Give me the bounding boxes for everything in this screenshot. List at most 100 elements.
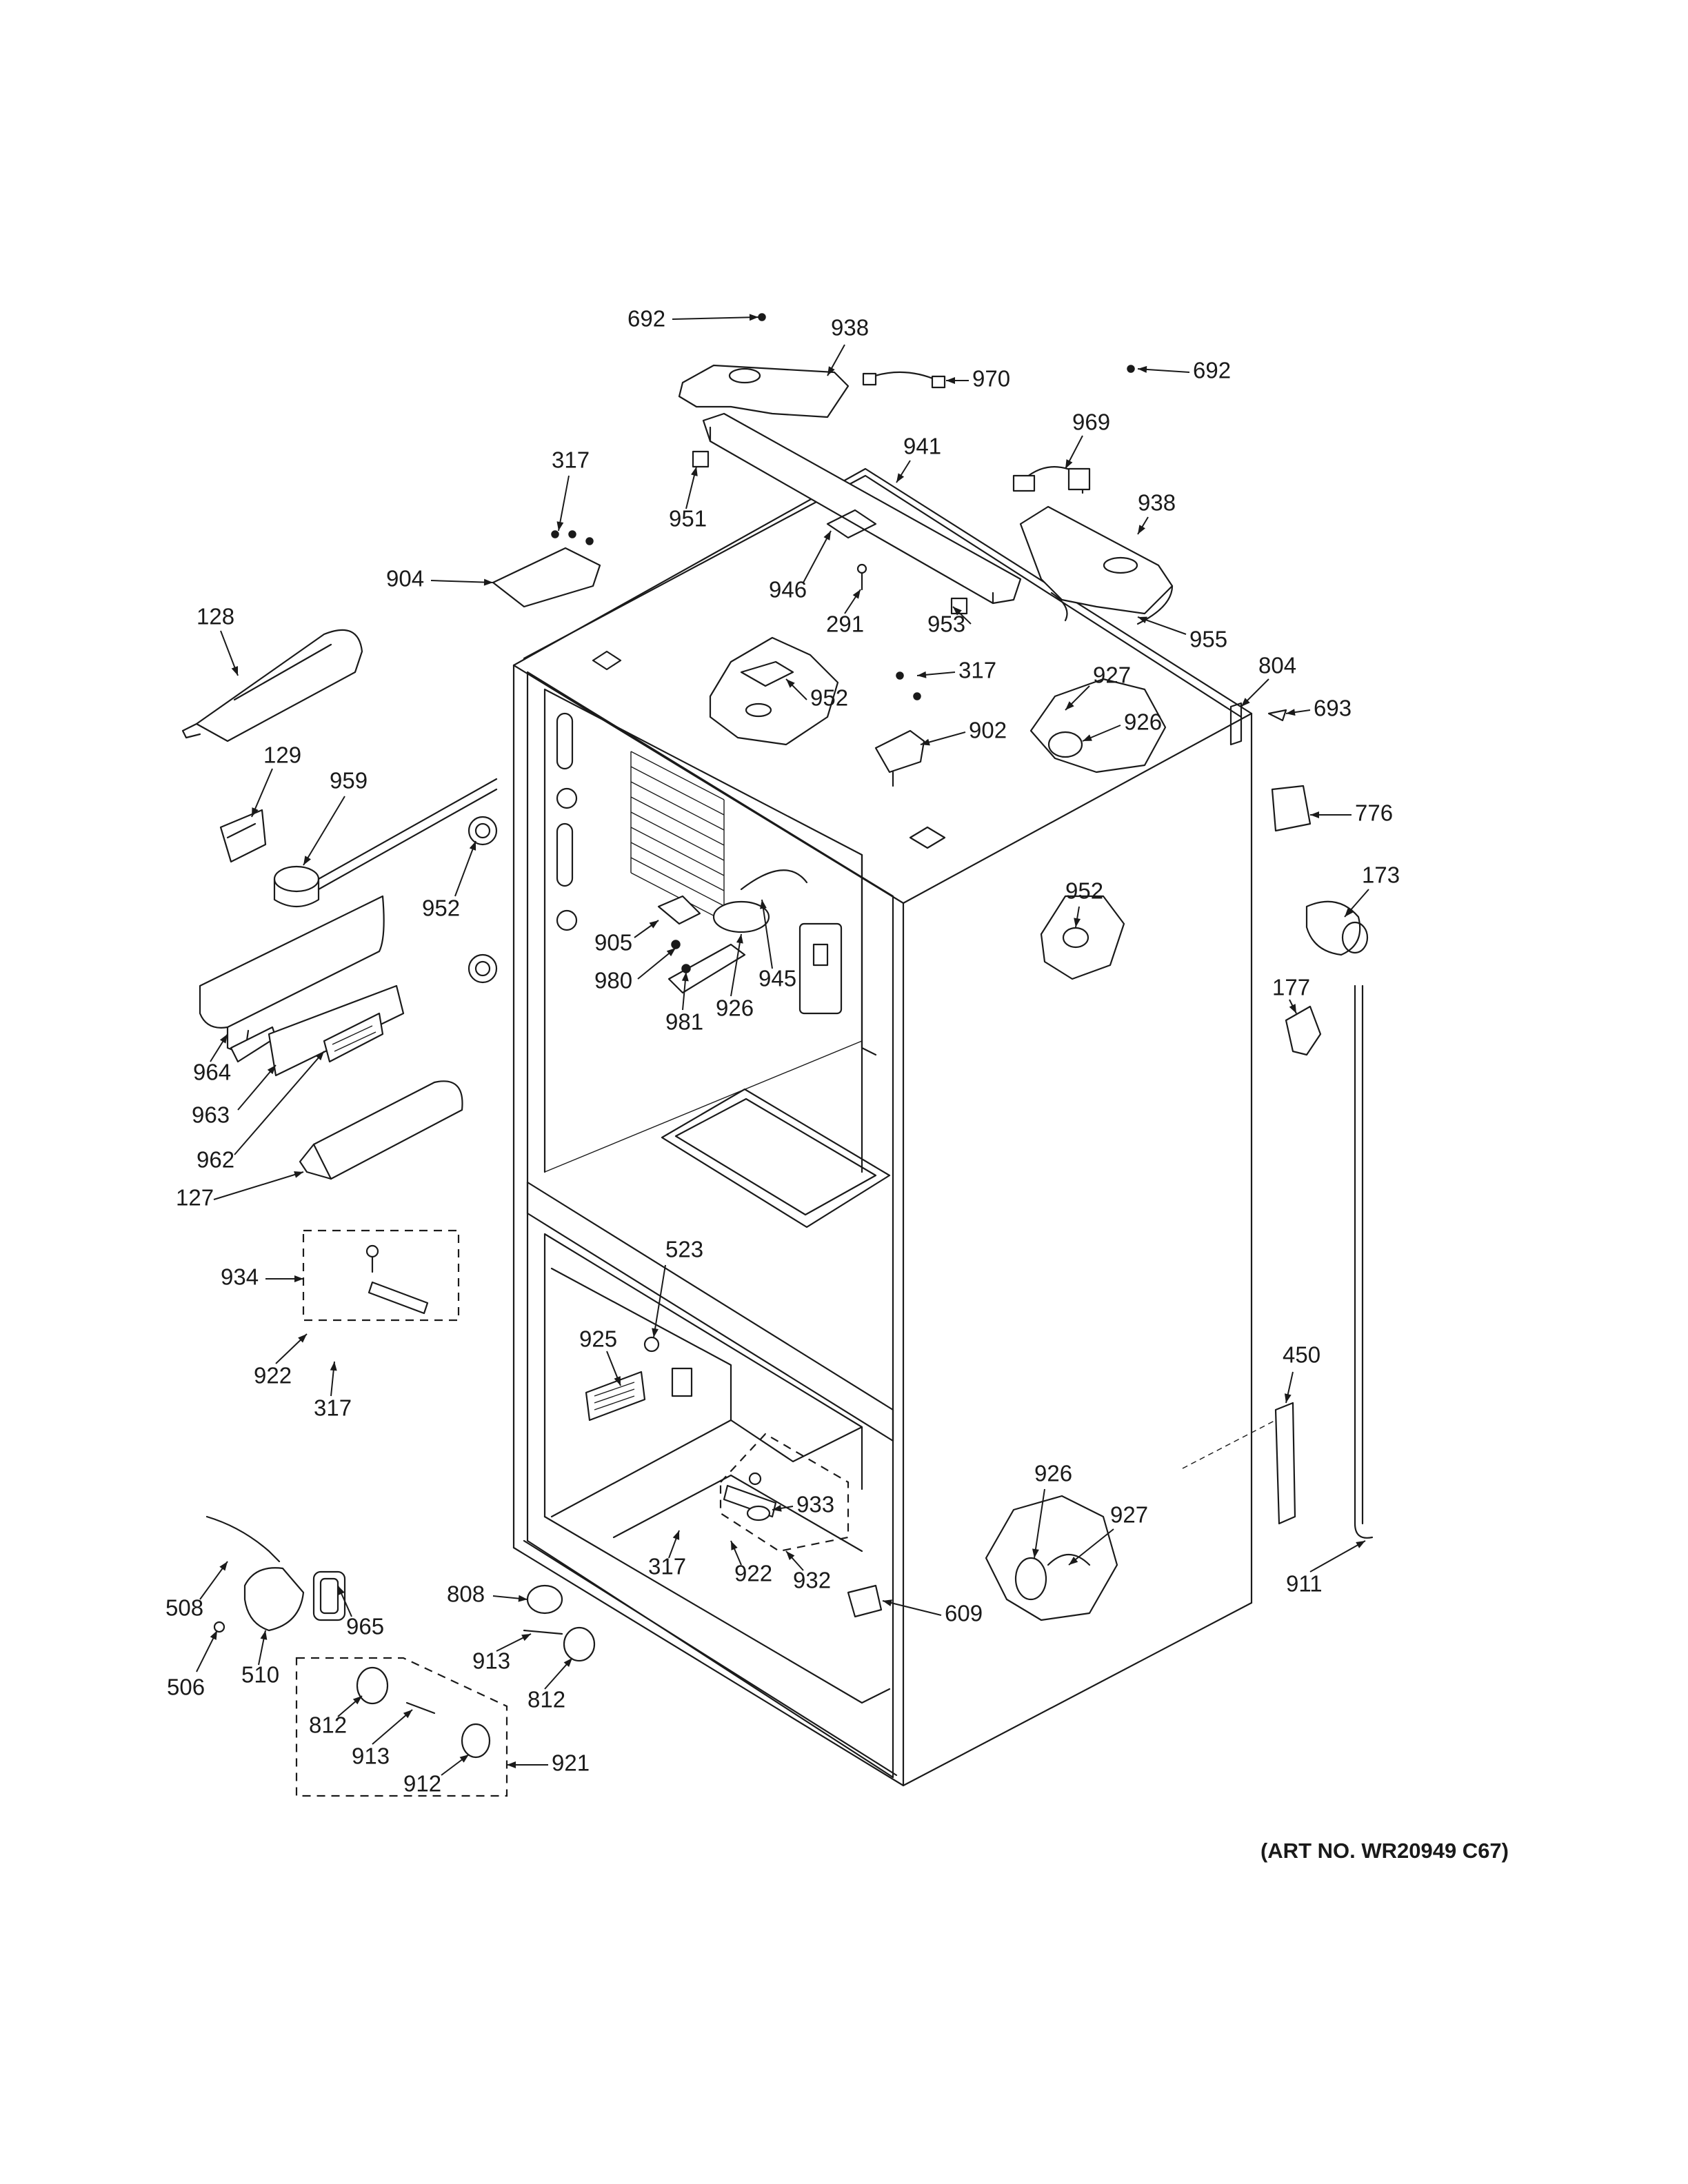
- channel-941: [702, 412, 1022, 605]
- callout-938: 938: [1138, 490, 1176, 516]
- water-filter-127: [299, 1080, 463, 1180]
- leader-arrowhead-946: [823, 531, 831, 540]
- callout-953: 953: [927, 611, 965, 637]
- callout-934: 934: [221, 1264, 259, 1290]
- leader-arrowhead-692: [749, 314, 758, 321]
- callout-970: 970: [972, 366, 1010, 392]
- callout-963: 963: [192, 1102, 230, 1128]
- callout-911: 911: [1286, 1571, 1323, 1597]
- leader-line-946: [803, 530, 832, 583]
- leader-arrowhead-981: [681, 972, 689, 982]
- callout-952: 952: [810, 685, 848, 711]
- callout-922: 922: [254, 1363, 292, 1388]
- leader-arrowhead-523: [652, 1328, 659, 1337]
- leader-arrowhead-959: [303, 856, 311, 865]
- bracket-902: [874, 671, 925, 787]
- callout-692: 692: [627, 306, 665, 332]
- callout-964: 964: [193, 1060, 231, 1085]
- callout-508: 508: [165, 1595, 203, 1621]
- leader-line-911: [1309, 1540, 1366, 1573]
- leader-arrowhead-926: [1083, 734, 1092, 741]
- callout-912: 912: [403, 1771, 441, 1797]
- leader-line-945: [761, 899, 773, 969]
- callout-127: 127: [176, 1185, 214, 1211]
- callout-933: 933: [796, 1492, 834, 1517]
- leader-arrowhead-926: [736, 934, 743, 944]
- leader-arrowhead-508: [219, 1561, 228, 1571]
- interior-fan-parts: [657, 869, 843, 1015]
- leader-arrowhead-808: [518, 1595, 528, 1602]
- callout-leaders: [196, 314, 1369, 1776]
- callout-927: 927: [1093, 663, 1131, 688]
- filter-housing-964: [199, 895, 385, 1063]
- leader-arrowhead-969: [1065, 459, 1073, 469]
- leader-arrowhead-945: [759, 900, 767, 909]
- kit-932: [719, 1433, 850, 1553]
- callout-812: 812: [528, 1687, 565, 1712]
- leader-arrowhead-926: [1032, 1548, 1039, 1558]
- leader-arrowhead-962: [315, 1051, 324, 1061]
- leader-arrowhead-964: [219, 1034, 228, 1044]
- callout-969: 969: [1072, 410, 1110, 435]
- callout-450: 450: [1283, 1342, 1320, 1368]
- callout-317: 317: [958, 658, 996, 683]
- callout-177: 177: [1272, 975, 1310, 1000]
- callout-913: 913: [472, 1648, 510, 1674]
- callout-980: 980: [594, 968, 632, 993]
- callout-506: 506: [167, 1675, 205, 1700]
- leader-arrowhead-955: [1138, 616, 1147, 624]
- leader-arrowhead-128: [231, 666, 238, 676]
- control-cover-left: [678, 364, 850, 418]
- leader-arrowhead-938: [1138, 525, 1145, 534]
- callout-945: 945: [758, 966, 796, 991]
- right-side-parts: [1182, 709, 1374, 1539]
- leader-arrowhead-692: [1138, 365, 1147, 373]
- leader-line-926: [1034, 1488, 1045, 1559]
- callout-173: 173: [1362, 862, 1400, 888]
- callout-926: 926: [1034, 1461, 1072, 1486]
- leader-arrowhead-953: [953, 607, 962, 616]
- leader-arrowhead-941: [896, 473, 905, 483]
- leader-line-609: [882, 1600, 942, 1616]
- leader-arrowhead-980: [666, 948, 676, 957]
- callout-922: 922: [734, 1561, 772, 1586]
- leader-arrowhead-952: [1074, 918, 1081, 927]
- filter-cover-963: [268, 984, 405, 1077]
- callout-941: 941: [903, 434, 941, 459]
- leader-arrowhead-317: [672, 1530, 680, 1540]
- callout-609: 609: [945, 1601, 983, 1626]
- leader-arrowhead-965: [338, 1586, 345, 1595]
- wire-harness-969: [1012, 466, 1091, 494]
- callout-317: 317: [314, 1395, 352, 1421]
- leader-arrowhead-952: [786, 679, 795, 688]
- callout-927: 927: [1110, 1502, 1148, 1528]
- leader-line-523: [653, 1264, 666, 1338]
- art-number: (ART NO. WR20949 C67): [1260, 1839, 1509, 1863]
- wire-harness-970: [862, 371, 946, 389]
- freezer-fittings: [585, 1336, 693, 1422]
- leader-arrowhead-912: [459, 1755, 469, 1763]
- leader-arrowhead-693: [1286, 709, 1296, 716]
- leader-arrowhead-510: [260, 1630, 268, 1640]
- water-filter-128: [181, 629, 363, 742]
- leader-arrowhead-129: [252, 807, 259, 817]
- leader-arrowhead-970: [946, 377, 955, 384]
- leader-line-952: [454, 840, 476, 897]
- leader-line-904: [430, 580, 494, 583]
- leader-arrowhead-317: [917, 671, 927, 678]
- callout-804: 804: [1258, 653, 1296, 678]
- callout-959: 959: [330, 768, 368, 793]
- callout-951: 951: [669, 506, 707, 532]
- leader-arrowhead-927: [1065, 701, 1074, 710]
- leader-line-127: [213, 1171, 304, 1200]
- leader-arrowhead-921: [507, 1761, 516, 1768]
- cabinet-assembly: [512, 467, 1253, 1787]
- leader-arrowhead-922: [731, 1541, 738, 1550]
- filter-head-959: [273, 778, 498, 907]
- callout-808: 808: [447, 1581, 485, 1607]
- leader-arrowhead-317: [330, 1362, 337, 1371]
- callout-926: 926: [1124, 709, 1162, 735]
